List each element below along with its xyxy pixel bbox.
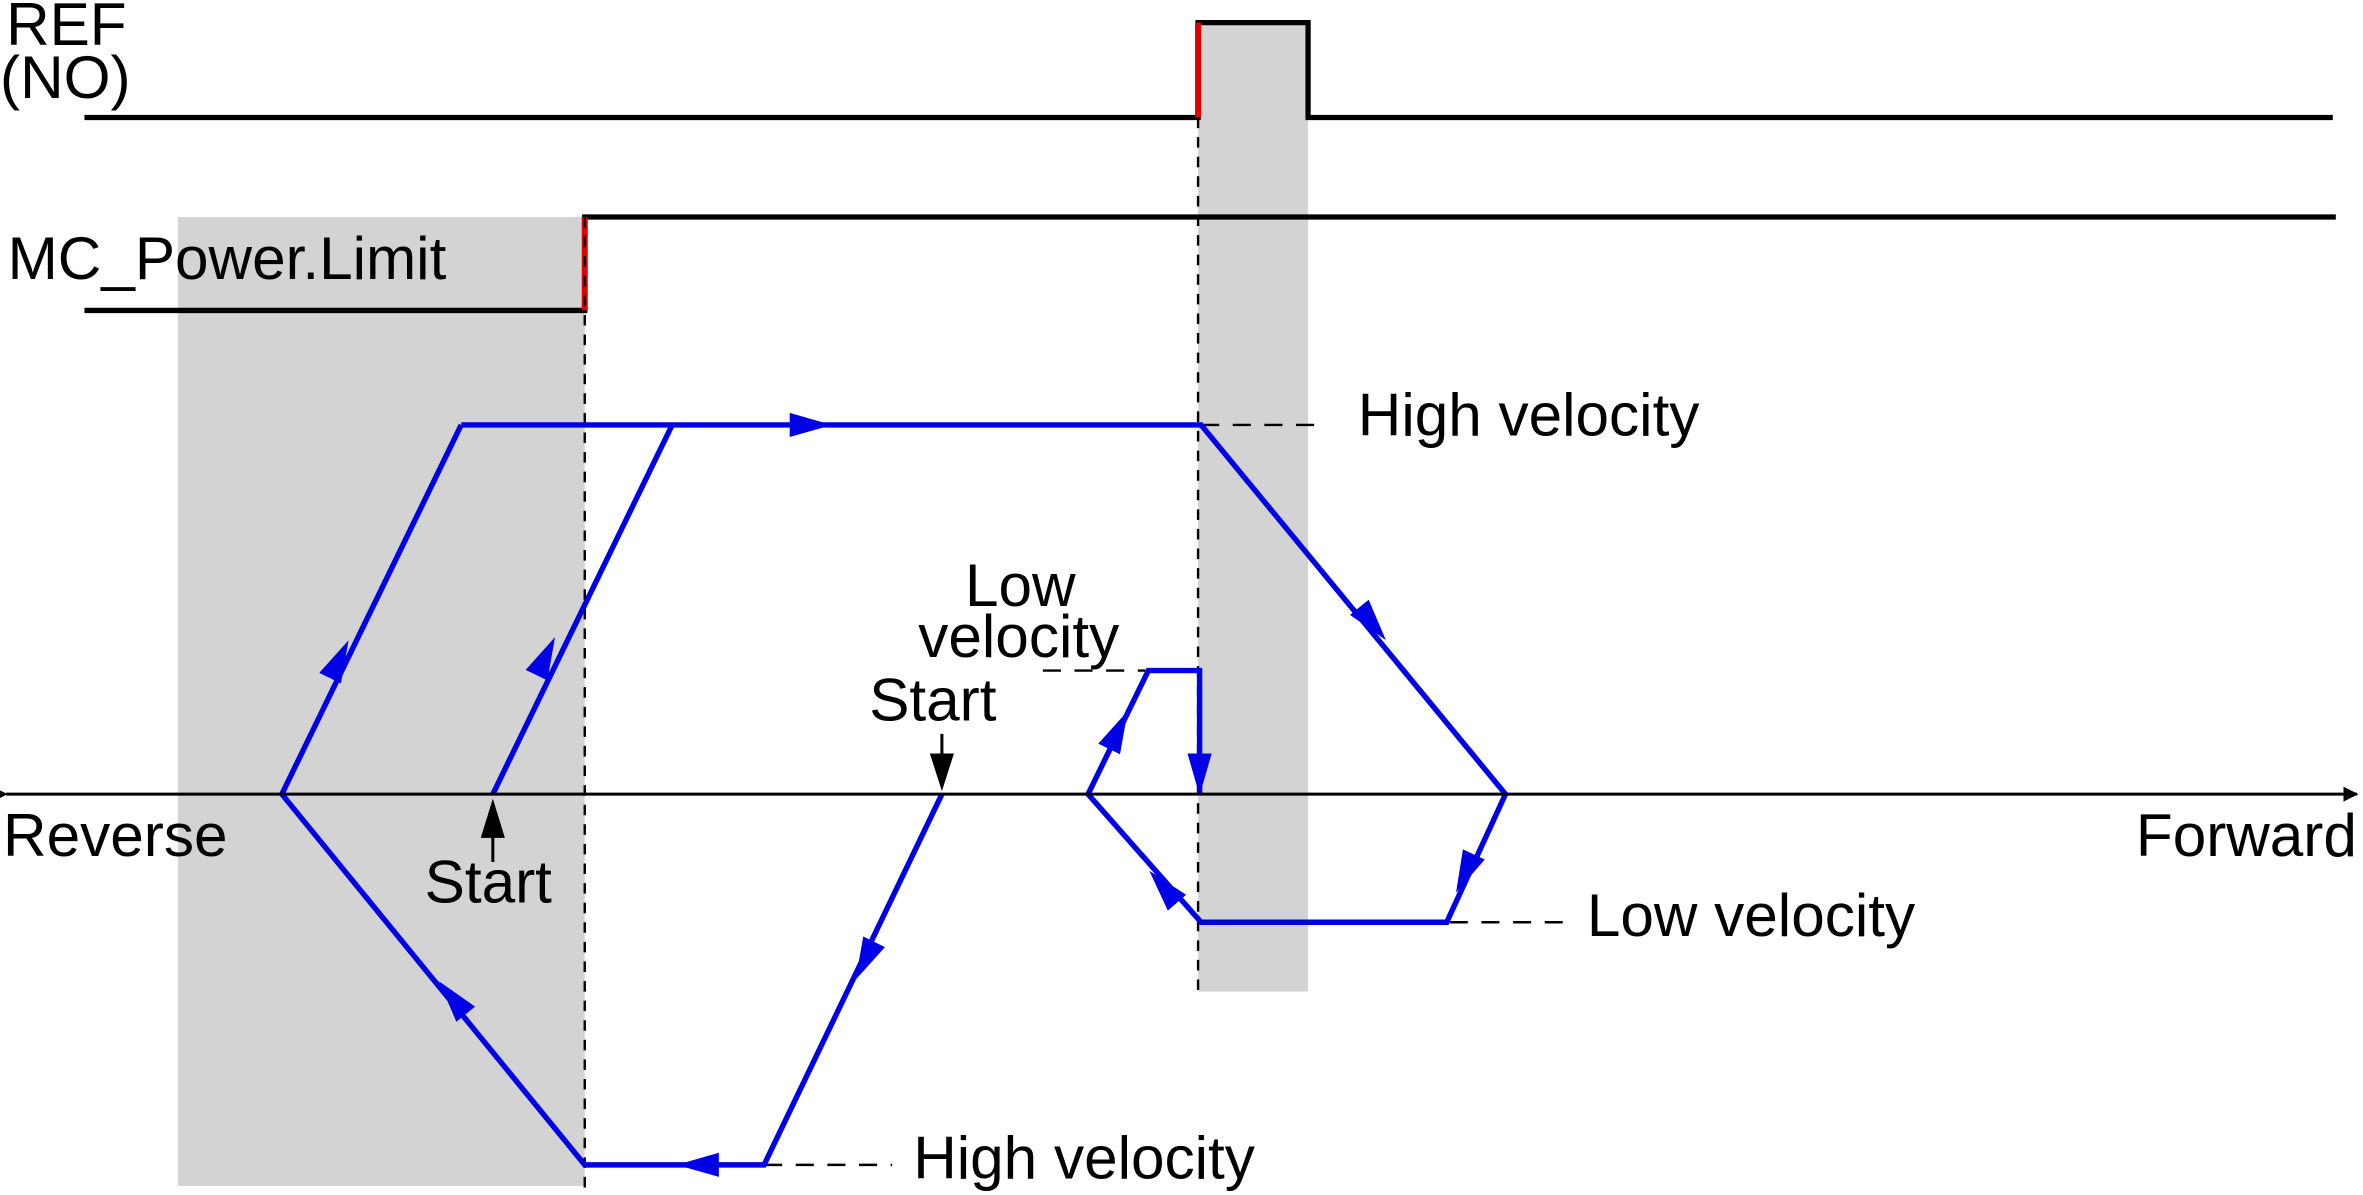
arrow-inner-down [1187, 753, 1212, 796]
arrow-descent-right [1349, 599, 1386, 641]
axis-reverse-label: Reverse [3, 801, 227, 869]
arrow-right-reverse-down [1456, 849, 1485, 893]
direction-arrows [319, 412, 1485, 1177]
ref-label-line2: (NO) [0, 43, 131, 111]
ref-signal-line [84, 19, 2333, 121]
arrow-inner-up [1098, 711, 1128, 755]
start-left-arrow [480, 798, 505, 838]
ref-label-line1: REF [6, 0, 127, 58]
high-velocity-top-label: High velocity [1358, 381, 1701, 449]
arrow-lower-left-up [1149, 870, 1187, 911]
low-velocity-right-label: Low velocity [1587, 881, 1916, 949]
arrow-start-middle-down [855, 936, 885, 980]
arrow-top-forward [789, 412, 832, 438]
start-middle-arrow [929, 753, 954, 792]
limit-shade-zone [177, 216, 585, 1186]
arrow-left-lower [439, 981, 476, 1022]
start-middle-label: Start [869, 665, 997, 733]
start-left-label: Start [425, 848, 553, 916]
path-left-start [490, 423, 675, 796]
ref-shade-zone [1198, 22, 1309, 992]
low-velocity-upper-label-line1: Low [965, 551, 1076, 619]
axis-forward-label: Forward [2136, 801, 2357, 869]
arrow-bottom-reverse [676, 1152, 719, 1177]
high-velocity-bottom-label: High velocity [913, 1123, 1256, 1191]
arrow-start-left-up [525, 637, 556, 681]
arrow-left-upper [319, 640, 349, 684]
path-top-high-velocity [461, 422, 1509, 925]
limit-label: MC_Power.Limit [8, 224, 447, 292]
low-velocity-upper-label-line2: velocity [918, 602, 1120, 670]
